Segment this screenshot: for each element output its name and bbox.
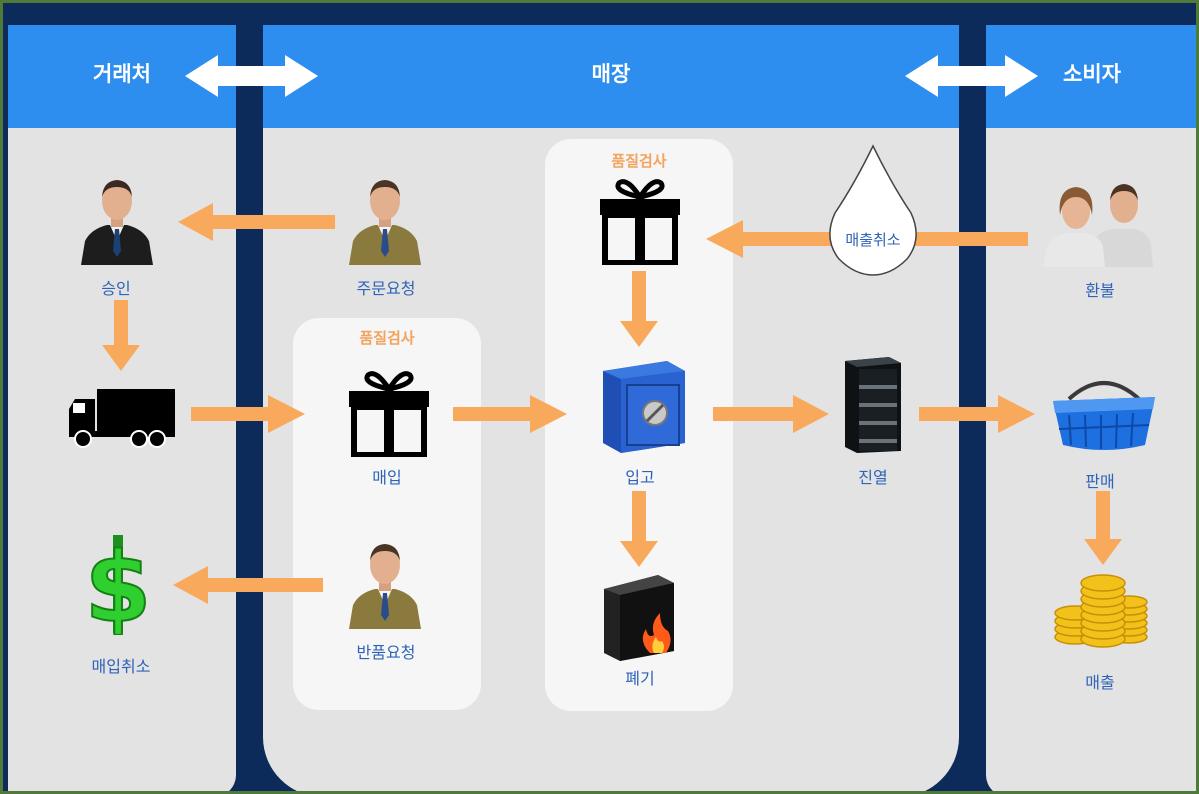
double-arrow-icon: [905, 55, 1038, 97]
qc-title-purchase: 품질검사: [359, 329, 415, 347]
safe-icon: [603, 361, 685, 453]
label-purchase: 매입: [372, 468, 402, 487]
couple-icon: [1043, 184, 1153, 267]
businessman-olive-icon: [349, 180, 421, 265]
arrow-down-icon: [102, 300, 140, 371]
label-revenue: 매출: [1085, 673, 1115, 692]
lane-partner-title: 거래처: [93, 62, 151, 86]
arrow-down-icon: [620, 271, 658, 347]
svg-text:$: $: [85, 533, 152, 635]
label-sell: 판매: [1085, 472, 1115, 491]
lane-store-title: 매장: [591, 62, 631, 86]
arrow-right-icon: [453, 395, 567, 433]
label-return-request: 반품요청: [356, 643, 416, 662]
businessman-olive-icon: [349, 544, 421, 629]
label-order-request: 주문요청: [356, 279, 416, 298]
shopping-basket-icon: [1053, 381, 1155, 450]
qc-title-stock: 품질검사: [611, 152, 667, 170]
label-approve: 승인: [101, 279, 131, 298]
label-stock-in: 입고: [625, 468, 655, 487]
arrow-right-icon: [919, 395, 1035, 433]
gold-coins-icon: [1054, 574, 1148, 648]
arrow-down-icon: [620, 491, 658, 567]
gift-box-icon: [349, 371, 429, 457]
arrow-left-icon: [178, 203, 335, 241]
lane-store-header: [263, 25, 959, 128]
double-arrow-icon: [185, 55, 318, 97]
businessman-dark-icon: [81, 180, 153, 265]
lane-connectors: [185, 55, 1038, 97]
water-drop-icon: [829, 144, 917, 276]
shelf-icon: [845, 357, 901, 453]
dollar-sign-icon: $: [84, 533, 153, 635]
arrow-right-icon: [191, 395, 305, 433]
label-discard: 폐기: [625, 669, 655, 688]
lane-consumer-title: 소비자: [1063, 62, 1121, 86]
label-purchase-cancel: 매입취소: [91, 657, 151, 676]
gift-box-icon: [600, 179, 680, 265]
burning-box-icon: [604, 575, 674, 661]
label-display: 진열: [858, 468, 888, 487]
label-refund: 환불: [1085, 281, 1115, 300]
arrow-down-icon: [1084, 491, 1122, 565]
arrow-left-icon: [173, 566, 323, 604]
label-sales-cancel: 매출취소: [845, 231, 901, 249]
arrow-right-icon: [713, 395, 829, 433]
truck-icon: [69, 389, 175, 448]
flow-arrows: [102, 203, 1122, 604]
